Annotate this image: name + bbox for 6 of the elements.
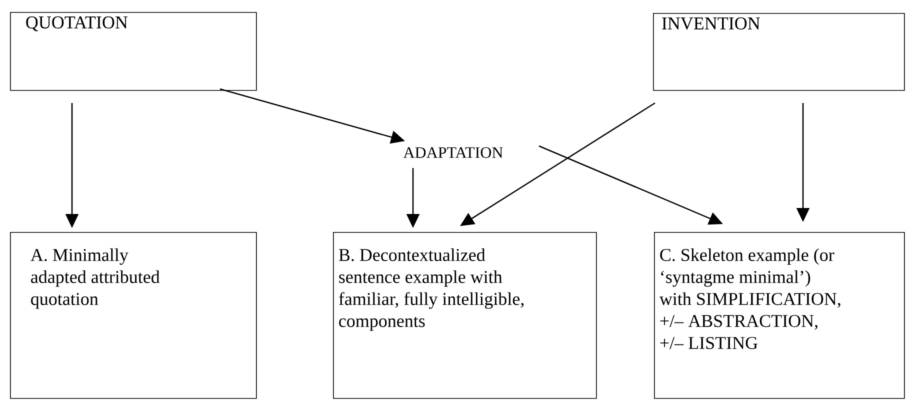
concept-box: B. Decontextualized sentence example with familiar, fully intelligible, components (333, 232, 597, 399)
concept-box: A. Minimally adapted attributed quotation (10, 232, 257, 399)
concept-box: C. Skeleton example (or ‘syntagme minimal’) with SIMPLIFICATION, +/– ABSTRACTION, +/– LISTING (654, 232, 905, 399)
concept-box: INVENTION (653, 13, 905, 91)
concept-box: QUOTATION (10, 12, 257, 91)
concept-label: ADAPTATION (403, 147, 503, 158)
